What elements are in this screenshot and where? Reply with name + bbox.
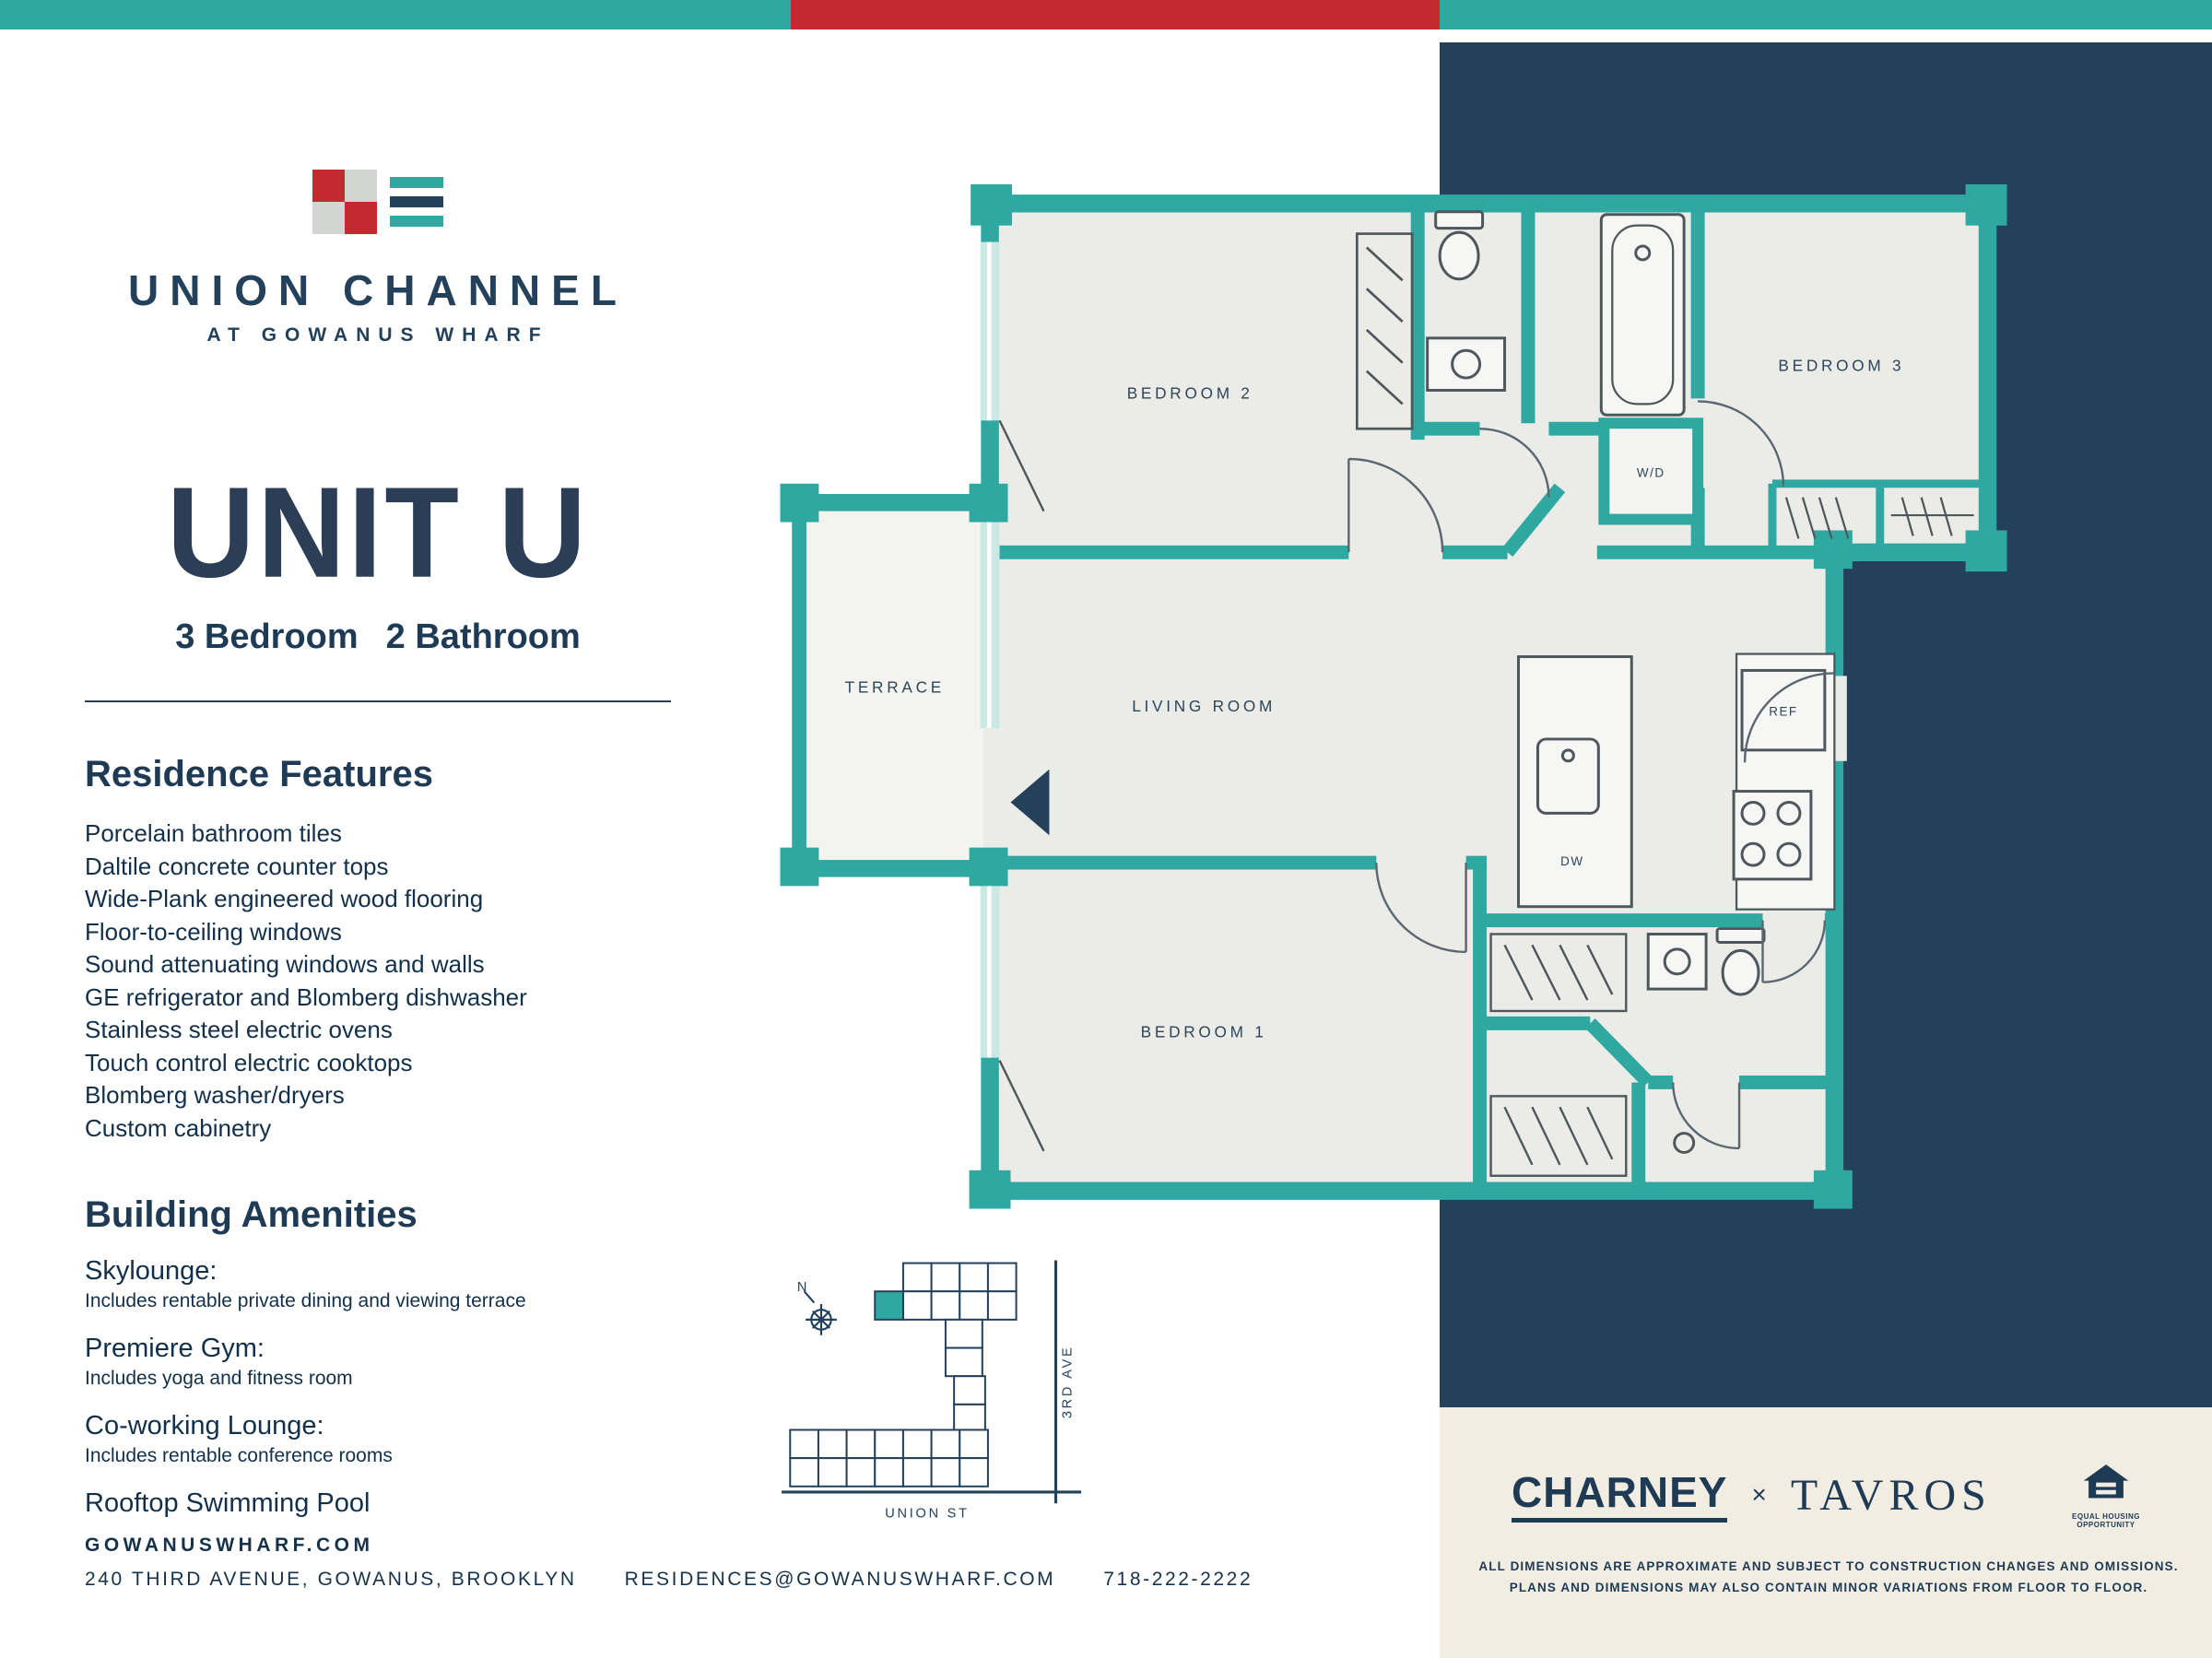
building-amenities-heading: Building Amenities xyxy=(85,1194,418,1235)
entry-arrow-icon xyxy=(1893,676,1958,734)
label-washer-dryer: W/D xyxy=(1637,465,1665,479)
floor-plan: BEDROOM 2 BEDROOM 3 TERRACE LIVING ROOM … xyxy=(780,183,2007,1209)
feature-item: Floor-to-ceiling windows xyxy=(85,917,342,946)
bedroom2-closet xyxy=(1355,232,1414,430)
contact-email: RESIDENCES@GOWANUSWHARF.COM xyxy=(624,1569,1056,1590)
equal-housing-label: EQUAL HOUSING OPPORTUNITY xyxy=(2072,1512,2140,1529)
unit-location-marker xyxy=(874,1290,904,1321)
brand-tagline: AT GOWANUS WHARF xyxy=(206,324,549,346)
feature-item: Wide-Plank engineered wood flooring xyxy=(85,885,484,912)
label-dishwasher: DW xyxy=(1560,854,1583,868)
top-accent-bar-red-segment xyxy=(791,0,1440,29)
amenity-title: Skylounge: xyxy=(85,1256,218,1286)
residence-features-heading: Residence Features xyxy=(85,754,433,794)
amenity-title: Co-working Lounge: xyxy=(85,1411,324,1440)
brand-logo xyxy=(85,170,671,234)
room-label-bedroom3: BEDROOM 3 xyxy=(1778,357,1904,375)
unit-title: UNIT U xyxy=(167,460,589,605)
site-map: N 3RD AVE UNION ST xyxy=(782,1260,1082,1522)
street-address: 240 THIRD AVENUE, GOWANUS, BROOKLYN xyxy=(85,1569,577,1590)
unit-bathrooms: 2 Bathroom xyxy=(385,617,581,656)
feature-item: Touch control electric cooktops xyxy=(85,1048,413,1076)
amenity-title: Premiere Gym: xyxy=(85,1334,265,1363)
feature-item: GE refrigerator and Blomberg dishwasher xyxy=(85,982,527,1011)
bedroom3-closets xyxy=(1768,479,1983,547)
tavros-logo: TAVROS xyxy=(1790,1470,1992,1520)
amenity-group: Skylounge: Includes rentable private din… xyxy=(85,1256,730,1313)
street-label-union-st: UNION ST xyxy=(885,1507,970,1522)
top-accent-bar xyxy=(0,0,2212,29)
equal-housing-logo: EQUAL HOUSING OPPORTUNITY xyxy=(2070,1462,2142,1529)
unit-subtitle: 3 Bedroom 2 Bathroom xyxy=(85,617,671,657)
amenity-group: Rooftop Swimming Pool xyxy=(85,1488,730,1519)
amenity-description: Includes yoga and fitness room xyxy=(85,1368,353,1389)
toilet-icon xyxy=(1434,210,1485,230)
contact-phone: 718-222-2222 xyxy=(1103,1569,1253,1590)
toilet-icon xyxy=(1721,948,1760,996)
feature-item: Stainless steel electric ovens xyxy=(85,1016,393,1043)
amenity-description: Includes rentable conference rooms xyxy=(85,1445,393,1466)
feature-item: Sound attenuating windows and walls xyxy=(85,950,485,978)
kitchen-island xyxy=(1517,655,1633,909)
amenity-group: Premiere Gym: Includes yoga and fitness … xyxy=(85,1334,730,1391)
unit-bedrooms: 3 Bedroom xyxy=(175,617,359,656)
terrace-door-icon xyxy=(1010,769,1050,836)
feature-item: Daltile concrete counter tops xyxy=(85,852,389,880)
residence-features-list: Porcelain bathroom tiles Daltile concret… xyxy=(85,817,693,1145)
compass-icon xyxy=(803,1290,837,1335)
street-label-3rd-ave: 3RD AVE xyxy=(1060,1345,1075,1418)
amenity-description: Includes rentable private dining and vie… xyxy=(85,1290,526,1311)
disclaimer-line-1: ALL DIMENSIONS ARE APPROXIMATE AND SUBJE… xyxy=(1478,1559,2179,1573)
cream-footer-panel xyxy=(1440,1407,2212,1658)
logo-checker-icon xyxy=(312,170,377,234)
equal-housing-house-icon xyxy=(2083,1464,2129,1499)
wall-piers xyxy=(780,183,2007,1209)
bathtub-icon xyxy=(1599,213,1686,417)
label-refrigerator: REF xyxy=(1769,705,1797,719)
building-amenities-section: Building Amenities Skylounge: Includes r… xyxy=(85,1194,730,1519)
bathroom-sink-icon xyxy=(1646,933,1708,991)
feature-item: Custom cabinetry xyxy=(85,1113,272,1142)
disclaimer: ALL DIMENSIONS ARE APPROXIMATE AND SUBJE… xyxy=(1469,1556,2188,1598)
contact-row: 240 THIRD AVENUE, GOWANUS, BROOKLYN RESI… xyxy=(85,1569,1253,1591)
room-label-bedroom1: BEDROOM 1 xyxy=(1141,1022,1267,1041)
street-lines xyxy=(782,1260,1082,1504)
charney-logo: CHARNEY xyxy=(1512,1467,1728,1523)
bathroom-sink-icon xyxy=(1426,336,1507,392)
toilet-icon xyxy=(1715,927,1766,944)
header-block: UNION CHANNEL AT GOWANUS WHARF UNIT U 3 … xyxy=(85,170,671,741)
compass-north-label: N xyxy=(797,1280,809,1295)
logo-bars-icon xyxy=(390,177,443,227)
feature-item: Blomberg washer/dryers xyxy=(85,1081,345,1109)
logo-separator-x: × xyxy=(1751,1480,1767,1509)
room-label-terrace: TERRACE xyxy=(845,677,945,696)
kitchen-sink-icon xyxy=(1535,737,1600,815)
amenity-title: Rooftop Swimming Pool xyxy=(85,1488,371,1518)
developer-logos: CHARNEY × TAVROS xyxy=(1512,1467,1992,1523)
website-url: GOWANUSWHARF.COM xyxy=(85,1535,374,1556)
residence-features-section: Residence Features Porcelain bathroom ti… xyxy=(85,754,693,1145)
amenity-group: Co-working Lounge: Includes rentable con… xyxy=(85,1411,730,1468)
feature-item: Porcelain bathroom tiles xyxy=(85,819,342,847)
room-label-bedroom2: BEDROOM 2 xyxy=(1127,383,1253,402)
closet-hatching xyxy=(1489,933,1628,1177)
room-label-living-room: LIVING ROOM xyxy=(1132,697,1276,715)
washer-dryer-closet xyxy=(1598,417,1704,525)
window-glazing xyxy=(980,241,1045,1152)
toilet-icon xyxy=(1438,230,1480,281)
refrigerator-icon xyxy=(1740,668,1827,752)
disclaimer-line-2: PLANS AND DIMENSIONS MAY ALSO CONTAIN MI… xyxy=(1509,1581,2148,1594)
fixture-icon xyxy=(1673,1132,1696,1154)
building-footprint xyxy=(789,1262,1018,1487)
terrace-floor xyxy=(806,511,983,861)
divider-rule xyxy=(85,700,671,702)
door-arcs xyxy=(1347,400,1835,1150)
brand-name: UNION CHANNEL xyxy=(128,266,628,314)
